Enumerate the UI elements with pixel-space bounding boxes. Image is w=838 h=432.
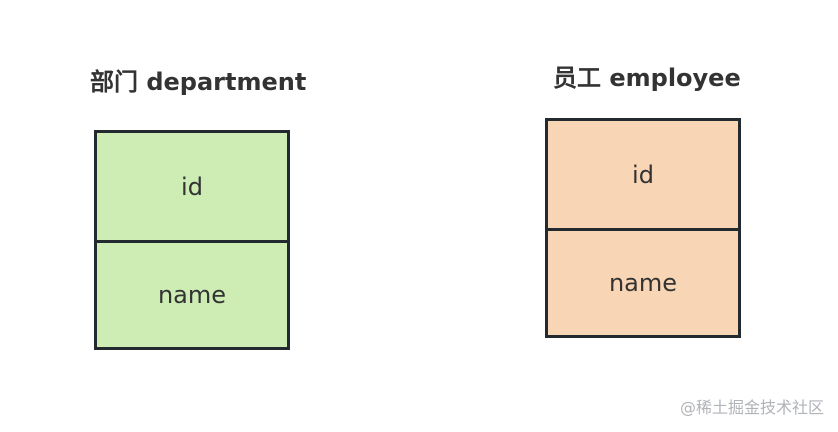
employee-field-id: id [632, 160, 654, 189]
employee-title: 员工 employee [553, 64, 741, 92]
department-table: id name [94, 130, 290, 350]
employee-table: id name [545, 118, 741, 338]
department-field-name: name [97, 240, 287, 347]
department-field-id: id [181, 172, 203, 201]
department-title: 部门 department [90, 68, 307, 96]
employee-field-name: name [548, 228, 738, 335]
watermark: @稀土掘金技术社区 [679, 398, 824, 417]
